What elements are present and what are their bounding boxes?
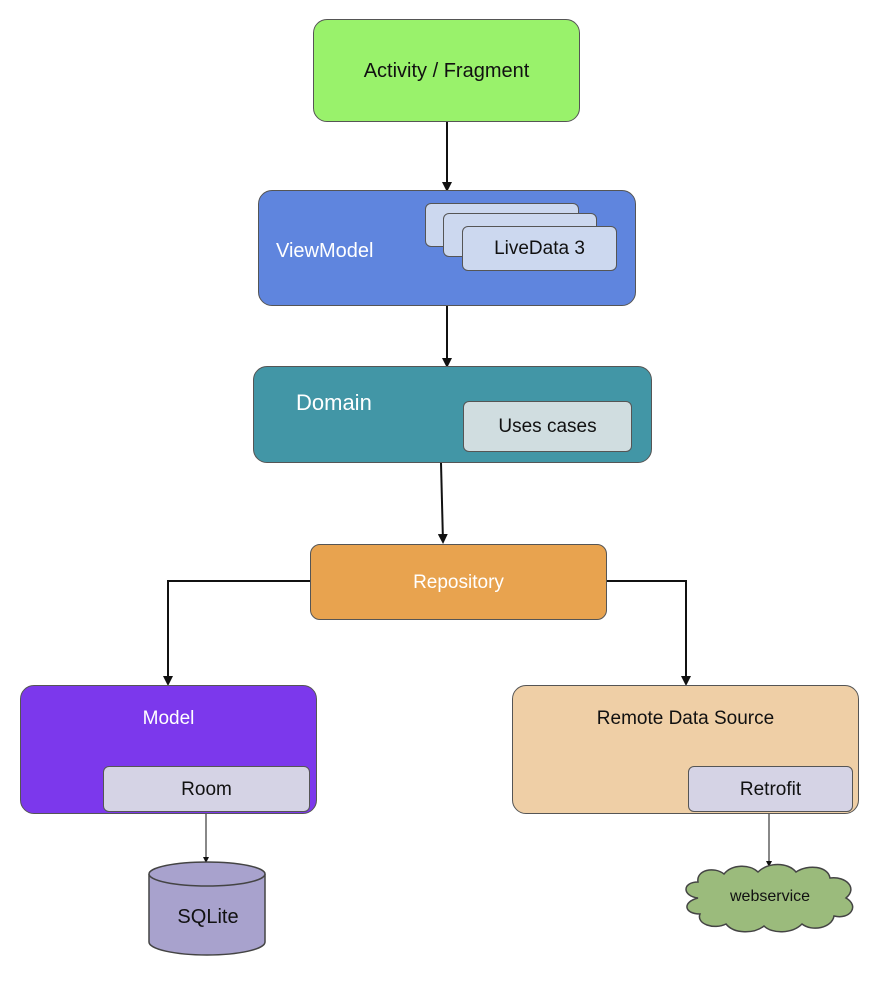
- sqlite-database-icon: [148, 861, 266, 956]
- arrow-repository-model: [163, 580, 310, 686]
- remote-data-source-box: Remote Data Source Retrofit: [512, 685, 859, 814]
- webservice-cloud-icon: [685, 863, 854, 933]
- webservice-label: webservice: [729, 888, 811, 905]
- use-cases-label: Uses cases: [498, 416, 597, 437]
- activity-fragment-label: Activity / Fragment: [363, 60, 530, 82]
- repository-box: Repository: [310, 544, 607, 620]
- viewmodel-box: ViewModel LiveData 3: [258, 190, 636, 306]
- viewmodel-label: ViewModel: [276, 240, 374, 262]
- room-box: Room: [103, 766, 310, 812]
- sqlite-label: SQLite: [177, 906, 239, 928]
- arrow-repository-remote: [607, 580, 691, 686]
- livedata-box: LiveData 3: [462, 226, 617, 271]
- model-label: Model: [142, 708, 195, 729]
- retrofit-label: Retrofit: [739, 779, 802, 800]
- domain-label: Domain: [296, 390, 372, 415]
- model-box: Model Room: [20, 685, 317, 814]
- repository-label: Repository: [413, 572, 504, 593]
- use-cases-box: Uses cases: [463, 401, 632, 452]
- remote-data-source-label: Remote Data Source: [596, 708, 775, 729]
- retrofit-box: Retrofit: [688, 766, 853, 812]
- domain-box: Domain Uses cases: [253, 366, 652, 463]
- arrow-domain-repository: [437, 462, 448, 544]
- room-label: Room: [181, 779, 232, 800]
- livedata-label: LiveData 3: [494, 238, 585, 259]
- activity-fragment-box: Activity / Fragment: [313, 19, 580, 122]
